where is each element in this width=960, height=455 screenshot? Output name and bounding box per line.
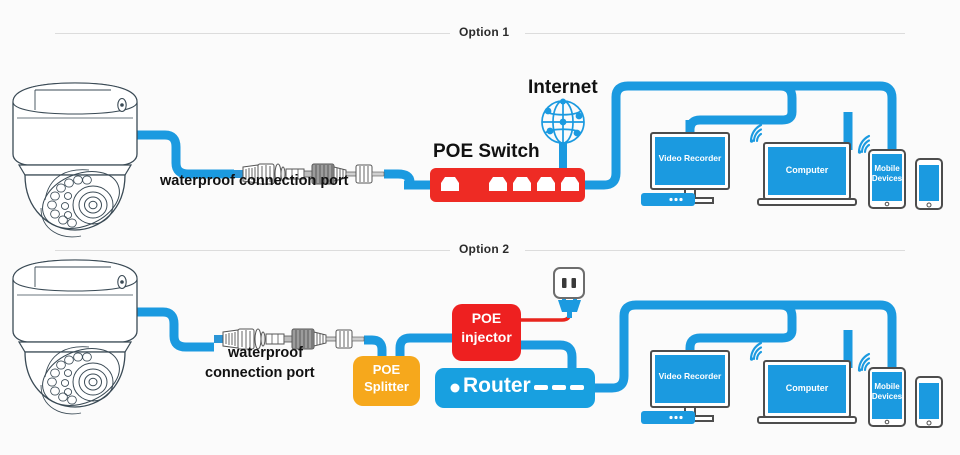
- poe-switch-label: POE Switch: [433, 141, 540, 162]
- option2-divider-left: [55, 250, 450, 251]
- option2-wifi-icon-laptop: [748, 341, 763, 362]
- option1-cables: [133, 81, 897, 190]
- poe-injector-label-line2: injector: [461, 329, 512, 345]
- option2-mobile-devices-label-line1: Mobile: [874, 382, 900, 391]
- option2-computer-label: Computer: [785, 383, 829, 393]
- poe-injector-label-line1: POE: [471, 310, 502, 326]
- option1-divider-right: [525, 33, 905, 34]
- option1-computer-label: Computer: [785, 165, 829, 175]
- option2-header: Option 2: [459, 242, 510, 256]
- option2-video-recorder-label: Video Recorder: [658, 371, 722, 381]
- option1-video-recorder[interactable]: [650, 132, 730, 204]
- poe-splitter-label-line2: Splitter: [364, 379, 409, 394]
- option2-cables: [133, 300, 897, 393]
- option1-mobile-devices-label-line2: Devices: [871, 174, 903, 183]
- option2-divider-right: [525, 250, 905, 251]
- globe-icon: [541, 97, 585, 144]
- option2-smartphone[interactable]: [915, 376, 943, 428]
- router-label: Router: [463, 374, 531, 397]
- poe-switch[interactable]: [430, 168, 585, 202]
- power-outlet-icon: [553, 267, 585, 299]
- waterproof-connection-port-label-2-line1: waterproof: [228, 345, 303, 361]
- option1-wifi-icon-laptop: [748, 123, 763, 144]
- dome-camera-icon-2: [12, 259, 138, 417]
- waterproof-connection-port-label-1: waterproof connection port: [160, 173, 349, 189]
- option1-video-recorder-label: Video Recorder: [658, 153, 722, 163]
- waterproof-connection-port-label-2-line2: connection port: [205, 365, 315, 381]
- option1-nvr-box[interactable]: [641, 193, 695, 206]
- poe-splitter[interactable]: [353, 356, 420, 406]
- option2-mobile-devices-label-line2: Devices: [871, 392, 903, 401]
- option1-smartphone[interactable]: [915, 158, 943, 210]
- option1-divider-left: [55, 33, 450, 34]
- option2-nvr-box[interactable]: [641, 411, 695, 424]
- option1-header: Option 1: [459, 25, 510, 39]
- poe-injector[interactable]: [452, 304, 521, 361]
- router[interactable]: [435, 368, 595, 408]
- option2-video-recorder[interactable]: [650, 350, 730, 422]
- poe-splitter-label-line1: POE: [372, 362, 401, 377]
- option1-mobile-devices-label-line1: Mobile: [874, 164, 900, 173]
- option1-wifi-icon-tablet: [856, 134, 871, 155]
- option2-wifi-icon-tablet: [856, 352, 871, 373]
- internet-label: Internet: [528, 77, 598, 98]
- dome-camera-icon: [12, 82, 138, 240]
